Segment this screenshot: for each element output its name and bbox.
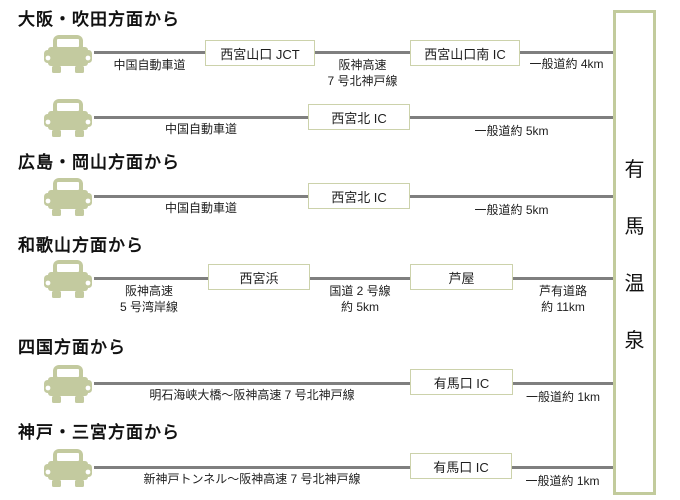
road-label-line2: 7 号北神戸線 xyxy=(327,73,398,88)
road-label: 中国自動車道 xyxy=(164,201,237,215)
road-label: 中国自動車道 xyxy=(164,122,237,136)
road-label: 国道 2 号線 約 5km xyxy=(300,284,420,315)
route-line xyxy=(520,51,613,54)
road-label: 一般道約 1km xyxy=(525,390,600,404)
route-line xyxy=(410,195,613,198)
destination-char: 温 xyxy=(624,272,645,295)
junction-box-nishinomiya-yamaguchi-minami-ic: 西宮山口南 IC xyxy=(410,40,520,66)
destination-box-arima-onsen: 有 馬 温 泉 xyxy=(613,10,656,495)
road-label: 一般道約 5km xyxy=(474,124,549,138)
car-icon xyxy=(44,99,92,137)
route-line xyxy=(94,277,208,280)
route-line xyxy=(513,382,613,385)
route-line xyxy=(310,277,410,280)
car-icon xyxy=(44,365,92,403)
road-label-line2: 約 11km xyxy=(541,299,585,314)
section-heading-hiroshima-okayama: 広島・岡山方面から xyxy=(18,153,180,172)
road-label: 明石海峡大橋〜阪神高速 7 号北神戸線 xyxy=(149,388,355,402)
destination-char: 有 xyxy=(624,158,645,181)
section-heading-kobe-sannomiya: 神戸・三宮方面から xyxy=(18,423,180,442)
car-icon xyxy=(44,178,92,216)
route-line xyxy=(94,466,410,469)
car-icon xyxy=(44,449,92,487)
junction-box-nishinomiya-kita-ic: 西宮北 IC xyxy=(308,183,410,209)
road-label: 阪神高速 5 号湾岸線 xyxy=(84,284,214,315)
section-heading-shikoku: 四国方面から xyxy=(18,338,126,357)
road-label: 一般道約 5km xyxy=(474,203,549,217)
road-label: 新神戸トンネル〜阪神高速 7 号北神戸線 xyxy=(143,472,361,486)
car-icon xyxy=(44,260,92,298)
junction-box-ashiya: 芦屋 xyxy=(410,264,513,290)
road-label-line2: 5 号湾岸線 xyxy=(119,299,178,314)
route-line xyxy=(512,466,613,469)
road-label-line1: 芦有道路 xyxy=(538,284,587,298)
route-line xyxy=(410,116,613,119)
route-line xyxy=(94,51,205,54)
route-line xyxy=(513,277,613,280)
route-line xyxy=(315,51,410,54)
road-label: 一般道約 1km xyxy=(525,474,600,488)
car-icon xyxy=(44,35,92,73)
route-line xyxy=(94,116,308,119)
section-heading-osaka-suita: 大阪・吹田方面から xyxy=(18,10,180,29)
road-label-line1: 阪神高速 xyxy=(338,58,387,72)
section-heading-wakayama: 和歌山方面から xyxy=(18,236,144,255)
route-line xyxy=(94,382,410,385)
road-label-line2: 約 5km xyxy=(340,299,379,314)
junction-box-nishinomiya-yamaguchi-jct: 西宮山口 JCT xyxy=(205,40,315,66)
road-label-line1: 国道 2 号線 xyxy=(329,284,391,298)
road-label: 阪神高速 7 号北神戸線 xyxy=(305,58,420,89)
road-label: 一般道約 4km xyxy=(529,57,604,71)
junction-box-nishinomiya-kita-ic: 西宮北 IC xyxy=(308,104,410,130)
junction-box-arimaguchi-ic: 有馬口 IC xyxy=(410,453,512,479)
junction-box-nishinomiyahama: 西宮浜 xyxy=(208,264,310,290)
destination-char: 泉 xyxy=(624,329,645,352)
junction-box-arimaguchi-ic: 有馬口 IC xyxy=(410,369,513,395)
road-label: 中国自動車道 xyxy=(113,58,186,72)
road-label: 芦有道路 約 11km xyxy=(503,284,623,315)
road-label-line1: 阪神高速 xyxy=(124,284,173,298)
route-line xyxy=(94,195,308,198)
destination-char: 馬 xyxy=(624,215,645,238)
